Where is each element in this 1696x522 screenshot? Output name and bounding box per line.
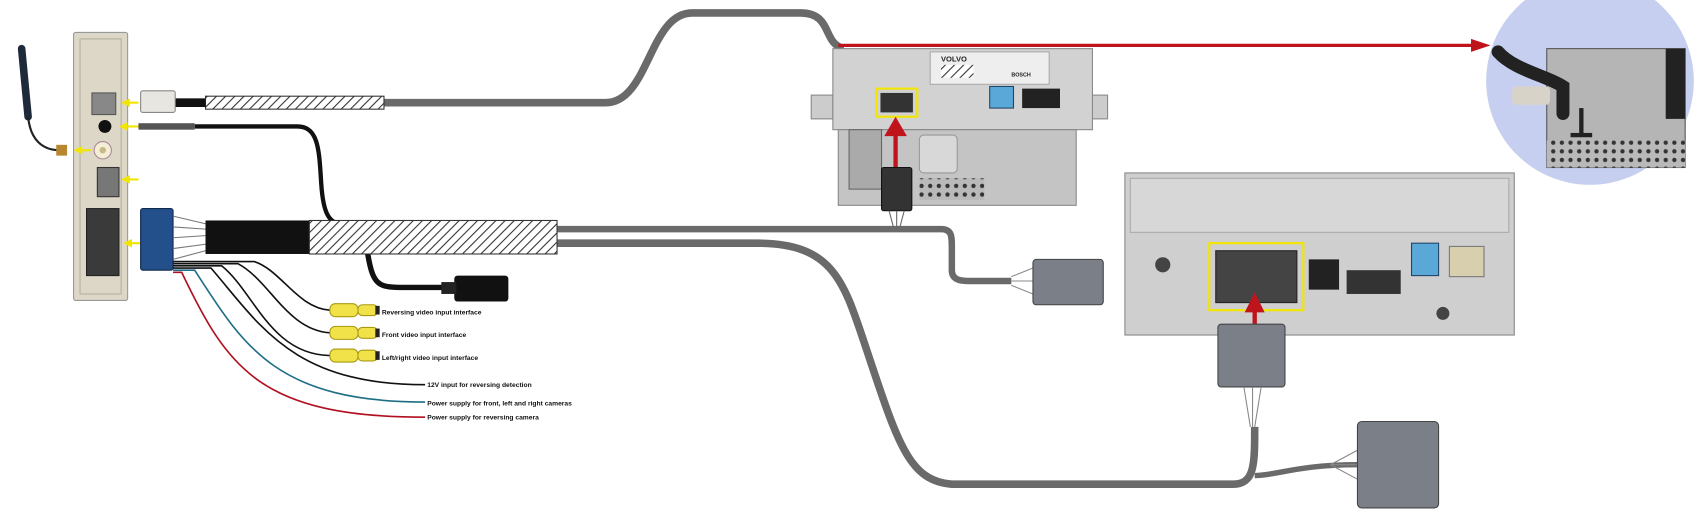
- usb-connector: [441, 275, 509, 302]
- upper-head-unit: VOLVO BOSCH: [810, 48, 1109, 206]
- video-port: [96, 166, 120, 198]
- main-port: [85, 208, 120, 277]
- main-cable-top: [140, 9, 846, 113]
- svg-text:VOLVO: VOLVO: [941, 55, 967, 64]
- vehicle-connector-bottom: [1330, 420, 1440, 509]
- red-arrow-upper: [884, 116, 907, 168]
- label-reversing-detection: 12V input for reversing detection: [427, 382, 531, 389]
- highlight-box-upper: [875, 87, 919, 118]
- lower-head-unit: [1124, 172, 1515, 336]
- red-arrow-lower: [1244, 292, 1265, 325]
- zoom-pointer: [838, 38, 1491, 52]
- main-harness: [140, 208, 558, 271]
- upper-connector: [880, 166, 913, 228]
- svg-text:BOSCH: BOSCH: [1011, 73, 1031, 79]
- audio-plug: [138, 123, 195, 130]
- vehicle-connector-mid: [1011, 258, 1104, 306]
- rca-connectors: [329, 303, 380, 363]
- label-power-reversing: Power supply for reversing camera: [427, 414, 539, 421]
- label-leftright-video: Left/right video input interface: [382, 355, 479, 362]
- antenna: [17, 44, 68, 156]
- harness-cables: [194, 124, 1358, 488]
- label-front-video: Front video input interface: [382, 332, 467, 339]
- label-reversing-video: Reversing video input interface: [382, 309, 482, 316]
- branch-wires: [173, 260, 426, 418]
- audio-port: [98, 119, 112, 133]
- zoom-detail-circle: [1486, 0, 1694, 185]
- rj-port: [91, 92, 117, 116]
- label-power-front: Power supply for front, left and right c…: [427, 400, 572, 407]
- interface-box: [73, 31, 129, 301]
- lower-unit-connector: [1217, 323, 1286, 427]
